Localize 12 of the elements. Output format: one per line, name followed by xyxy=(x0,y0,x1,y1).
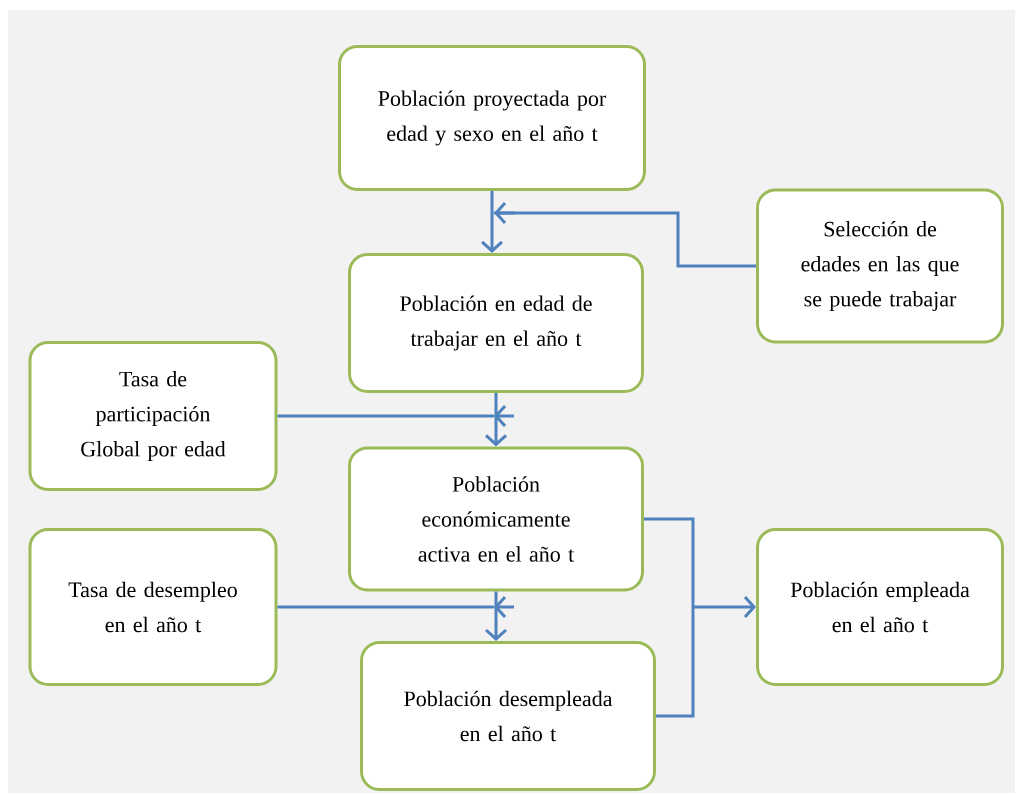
process-box: Selección de edades en las que se puede trabajar xyxy=(756,188,1004,344)
process-box: Población empleada en el año t xyxy=(756,528,1004,686)
arrow xyxy=(276,590,514,641)
process-box: Población proyectada por edad y sexo en el año t xyxy=(338,45,646,191)
process-box: Tasa de participación Global por edad xyxy=(28,341,278,491)
process-box: Población en edad de trabajar en el año t xyxy=(348,253,644,393)
arrow xyxy=(481,189,758,268)
process-box: Población económicamente activa en el año t xyxy=(348,446,644,592)
arrow xyxy=(276,391,514,447)
process-box: Tasa de desempleo en el año t xyxy=(28,528,278,686)
process-box: Población desempleada en el año t xyxy=(360,641,656,791)
arrow xyxy=(642,517,756,718)
